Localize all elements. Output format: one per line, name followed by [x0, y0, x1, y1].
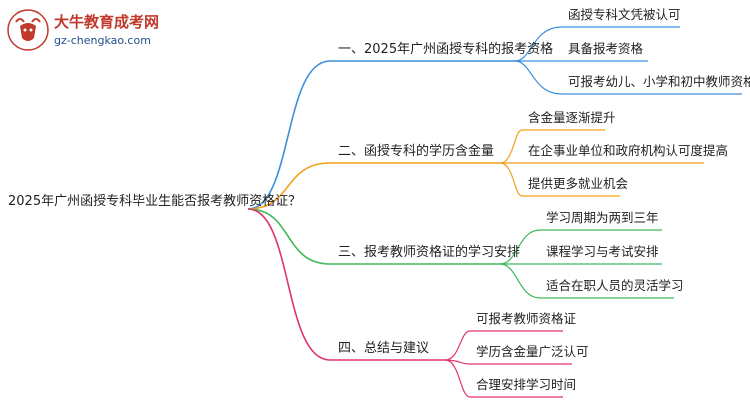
leaf-connector — [514, 60, 742, 95]
leaf-item: 提供更多就业机会 — [528, 176, 629, 191]
leaf-item: 适合在职人员的灵活学习 — [546, 278, 684, 293]
leaf-item: 具备报考资格 — [568, 41, 644, 56]
brand-url[interactable]: gz-chengkao.com — [54, 34, 151, 47]
branch-study-plan: 三、报考教师资格证的学习安排 — [338, 245, 521, 260]
site-logo[interactable]: 大牛教育成考网 gz-chengkao.com — [6, 8, 176, 52]
leaf-connector — [499, 162, 620, 197]
branch-degree-value: 二、函授专科的学历含金量 — [338, 144, 495, 159]
leaf-item: 课程学习与考试安排 — [546, 244, 659, 259]
leaf-connector — [444, 359, 572, 365]
brand-name: 大牛教育成考网 — [54, 13, 160, 31]
leaf-connector — [444, 359, 563, 398]
leaf-connector — [444, 330, 563, 361]
leaf-item: 可报考教师资格证 — [476, 311, 577, 326]
leaf-connector — [499, 129, 605, 164]
leaf-item: 学历含金量广泛认可 — [476, 344, 589, 359]
leaf-connector — [514, 26, 680, 62]
root-topic: 2025年广州函授专科毕业生能否报考教师资格证？ — [8, 194, 302, 209]
leaf-item: 学习周期为两到三年 — [546, 210, 659, 225]
branch-eligibility: 一、2025年广州函授专科的报考资格 — [338, 42, 554, 57]
leaf-item: 在企事业单位和政府机构认可度提高 — [528, 143, 729, 158]
leaf-item: 可报考幼儿、小学和初中教师资格证 — [568, 74, 750, 89]
branch-connector — [247, 60, 515, 210]
ox-head-logo-icon — [7, 9, 49, 51]
branch-connector — [247, 208, 500, 265]
leaf-item: 合理安排学习时间 — [476, 377, 577, 392]
leaf-connector — [499, 229, 662, 265]
branch-connector — [247, 162, 500, 210]
leaf-connector — [499, 263, 674, 299]
leaf-item: 函授专科文凭被认可 — [568, 7, 681, 22]
branch-connector — [247, 208, 445, 361]
branch-summary: 四、总结与建议 — [338, 341, 430, 356]
leaf-item: 含金量逐渐提升 — [528, 110, 616, 125]
